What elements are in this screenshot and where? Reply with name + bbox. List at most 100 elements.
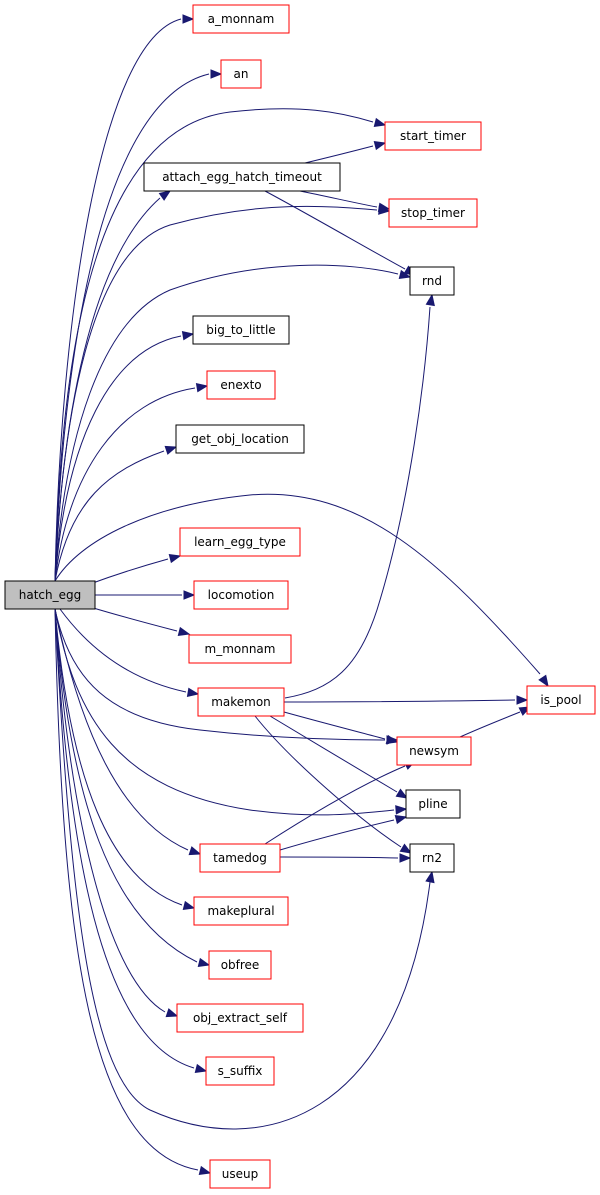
node-big_to_little[interactable]: big_to_little [192,315,290,345]
edge-arrowhead [186,687,200,697]
node-stop_timer[interactable]: stop_timer [388,198,478,228]
node-box [409,843,455,873]
node-box [409,266,455,296]
edge-line [54,18,182,582]
node-box [208,950,272,980]
edge-hatch_egg-to-obfree [54,608,211,968]
edge-line [54,608,189,851]
edge-arrowhead [385,734,399,745]
node-makeplural[interactable]: makeplural [193,896,289,926]
edge-arrowhead [373,140,387,151]
node-box [188,634,292,664]
node-pline[interactable]: pline [405,789,461,819]
node-box [193,896,289,926]
node-label: makeplural [207,904,274,918]
node-box [193,580,289,610]
node-an[interactable]: an [220,59,262,89]
node-get_obj_location[interactable]: get_obj_location [175,424,305,454]
edge-hatch_egg-to-obj_extract_self [54,608,179,1018]
edge-hatch_egg-to-pline [54,608,408,816]
node-box [175,424,305,454]
node-rn2[interactable]: rn2 [409,843,455,873]
node-obj_extract_self[interactable]: obj_extract_self [176,1003,304,1033]
node-label: newsym [409,744,459,758]
edge-arrowhead [164,445,178,455]
node-label: useup [222,1167,258,1181]
edge-line [54,608,183,906]
node-locomotion[interactable]: locomotion [193,580,289,610]
edge-hatch_egg-to-get_obj_location [54,445,178,582]
edge-hatch_egg-to-newsym [54,608,399,745]
node-start_timer[interactable]: start_timer [384,121,482,151]
edge-hatch_egg-to-locomotion [95,590,196,600]
node-label: hatch_egg [19,588,81,602]
edge-line [54,608,199,1171]
edge-makemon-to-rnd [284,293,435,699]
edge-line [264,190,406,270]
node-box [384,121,482,151]
edge-line [279,856,399,859]
edge-arrowhead [210,69,223,79]
edge-arrowhead [395,805,408,815]
edge-hatch_egg-to-makeplural [54,608,196,911]
edge-line [459,711,521,738]
edge-arrowhead [425,870,435,884]
node-box [388,198,478,228]
node-box [197,687,285,717]
edge-arrowhead [182,14,195,24]
node-box [526,685,596,715]
node-box [4,580,96,610]
edge-hatch_egg-to-learn_egg_type [89,553,182,585]
node-a_monnam[interactable]: a_monnam [192,4,290,34]
edge-hatch_egg-to-rnd [54,264,412,582]
node-obfree[interactable]: obfree [208,950,272,980]
edge-line [54,608,386,741]
edge-arrowhead [395,788,409,799]
edge-arrowhead [158,190,172,201]
node-is_pool[interactable]: is_pool [526,685,596,715]
edge-tamedog-to-rn2 [279,853,412,863]
node-s_suffix[interactable]: s_suffix [205,1056,275,1086]
edge-line [54,608,198,963]
edge-line [299,190,378,208]
edge-arrowhead [538,674,549,688]
edge-line [59,608,187,693]
edge-hatch_egg-to-is_pool [54,493,549,688]
node-newsym[interactable]: newsym [396,736,472,766]
edge-arrowhead [197,957,211,968]
edge-line [54,264,399,582]
edge-arrowhead [181,331,195,341]
edge-hatch_egg-to-an [54,69,223,582]
node-enexto[interactable]: enexto [206,370,276,400]
edge-arrowhead [188,846,202,856]
node-box [220,59,262,89]
edge-newsym-to-is_pool [459,706,532,738]
edge-tamedog-to-pline [279,814,408,851]
node-rnd[interactable]: rnd [409,266,455,296]
node-label: an [234,67,249,81]
node-box [192,315,290,345]
node-label: m_monnam [205,642,276,656]
node-attach_egg_hatch_timeout[interactable]: attach_egg_hatch_timeout [143,162,341,192]
edge-hatch_egg-to-makemon [59,608,200,697]
node-makemon[interactable]: makemon [197,687,285,717]
node-label: is_pool [540,693,581,707]
edge-hatch_egg-to-tamedog [54,608,202,856]
edge-arrowhead [516,695,529,705]
node-learn_egg_type[interactable]: learn_egg_type [179,527,301,557]
node-hatch_egg[interactable]: hatch_egg [4,580,96,610]
node-m_monnam[interactable]: m_monnam [188,634,292,664]
node-box [176,1003,304,1033]
node-label: stop_timer [401,206,465,220]
node-box [199,843,281,873]
edge-line [89,558,169,585]
edge-arrowhead [182,900,196,911]
edge-arrowhead [198,1165,212,1176]
edge-attach_egg_hatch_timeout-to-stop_timer [299,190,391,212]
edge-line [54,608,431,1130]
node-tamedog[interactable]: tamedog [199,843,281,873]
node-useup[interactable]: useup [209,1159,271,1189]
edge-arrowhead [399,853,412,863]
